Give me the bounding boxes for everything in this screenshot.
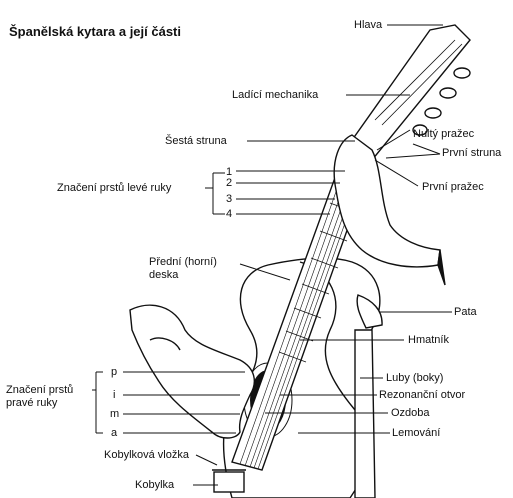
left-finger-2: 2 bbox=[226, 177, 232, 189]
label-hmatnik: Hmatník bbox=[408, 334, 449, 346]
label-znaceni-prave-2: pravé ruky bbox=[6, 397, 57, 409]
bridge bbox=[212, 470, 246, 492]
label-luby: Luby (boky) bbox=[386, 372, 443, 384]
right-finger-a: a bbox=[111, 427, 117, 439]
label-pata: Pata bbox=[454, 306, 477, 318]
right-finger-m: m bbox=[110, 408, 119, 420]
label-znaceni-leve: Značení prstů levé ruky bbox=[57, 182, 171, 194]
label-kobylka: Kobylka bbox=[135, 479, 174, 491]
label-znaceni-prave-1: Značení prstů bbox=[6, 384, 73, 396]
label-rezonancni-otvor: Rezonanční otvor bbox=[379, 389, 465, 401]
diagram-title: Španělská kytara a její části bbox=[9, 24, 181, 39]
right-finger-i: i bbox=[113, 389, 115, 401]
label-ladici-mechanika: Ladící mechanika bbox=[232, 89, 318, 101]
label-predni-deska-1: Přední (horní) bbox=[149, 256, 217, 268]
label-lemovani: Lemování bbox=[392, 427, 440, 439]
label-hlava: Hlava bbox=[354, 19, 382, 31]
label-prvni-prazec: První pražec bbox=[422, 181, 484, 193]
label-kobylkova-vlozka: Kobylková vložka bbox=[104, 449, 189, 461]
label-ozdoba: Ozdoba bbox=[391, 407, 430, 419]
label-predni-deska-2: deska bbox=[149, 269, 178, 281]
left-finger-3: 3 bbox=[226, 193, 232, 205]
right-finger-p: p bbox=[111, 366, 117, 378]
left-finger-4: 4 bbox=[226, 208, 232, 220]
label-sesta-struna: Šestá struna bbox=[165, 135, 227, 147]
label-prvni-struna: První struna bbox=[442, 147, 501, 159]
label-nulty-prazec: Nultý pražec bbox=[413, 128, 474, 140]
